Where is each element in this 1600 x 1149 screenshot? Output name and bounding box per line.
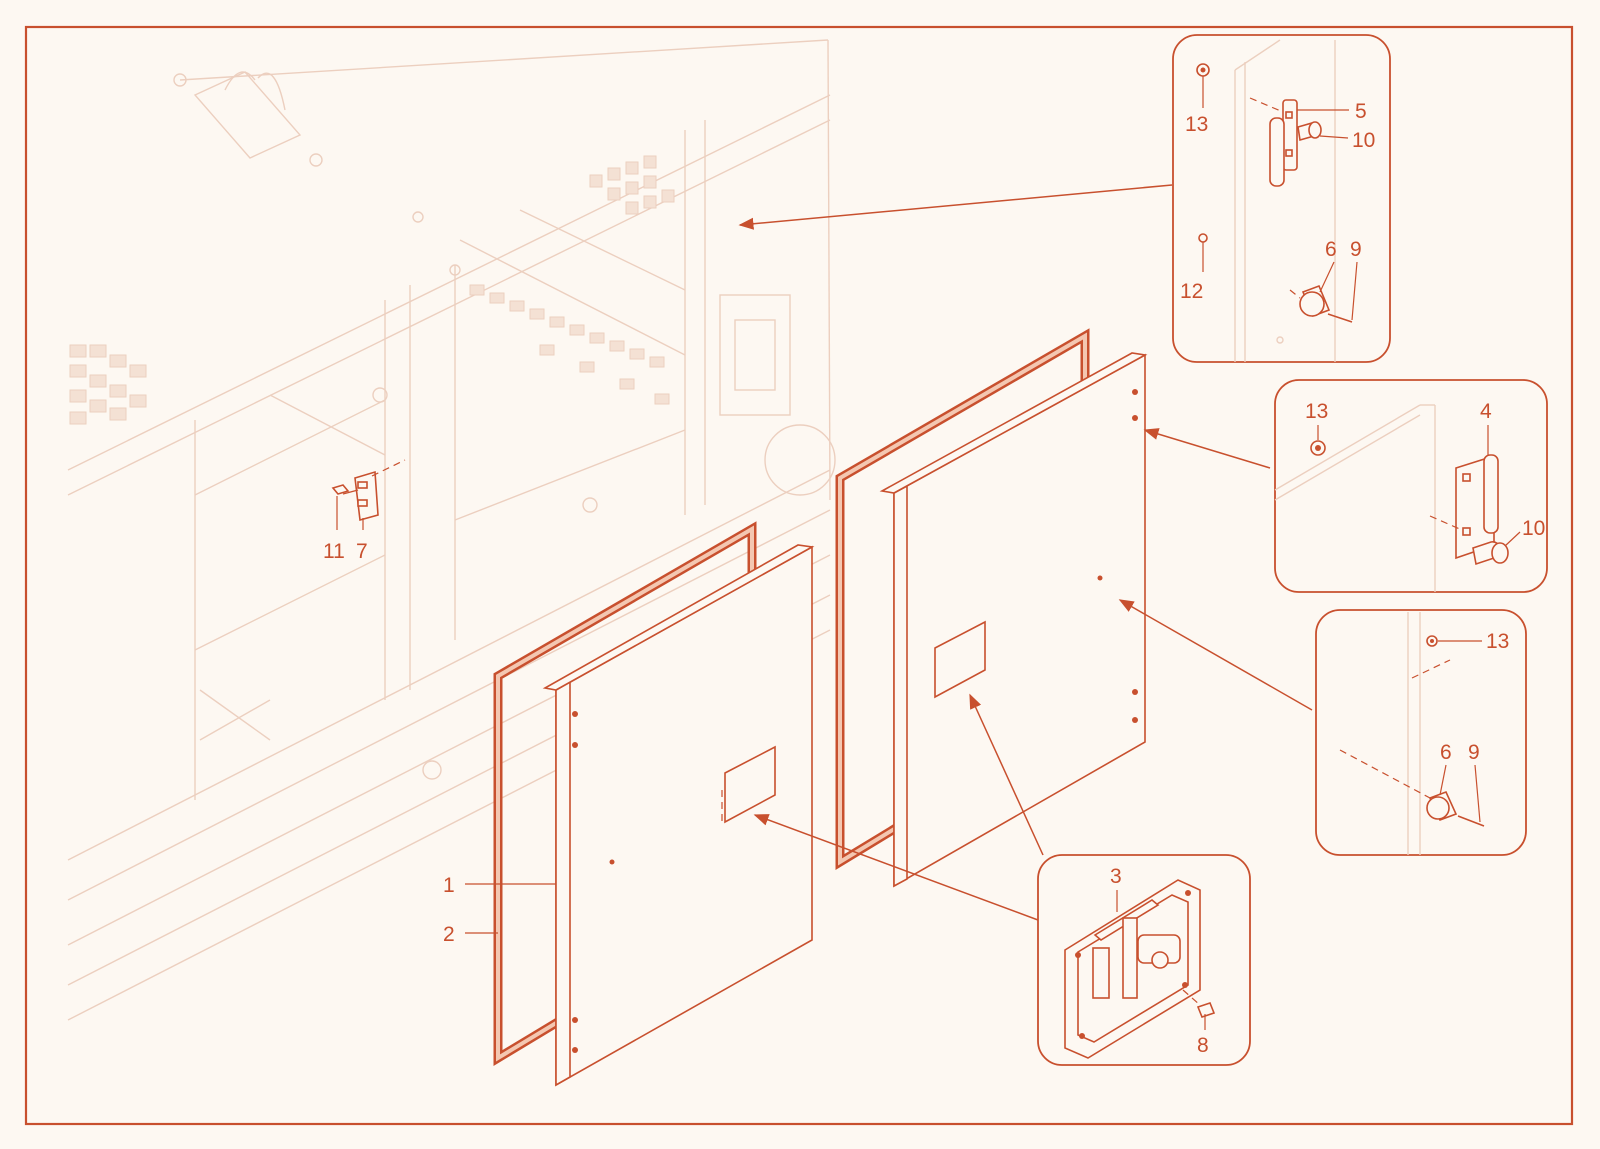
callout-4: 4 [1480, 400, 1492, 423]
hinge-bracket-assembly [331, 459, 406, 522]
callout-8: 8 [1197, 1034, 1209, 1057]
left-door-panel [542, 544, 815, 1087]
inset-bumper [1315, 609, 1527, 856]
inset-hinge-top [1172, 34, 1391, 363]
callout-13-bumper: 13 [1486, 630, 1509, 653]
callout-9-top: 9 [1350, 238, 1362, 261]
callout-10-side: 10 [1522, 517, 1545, 540]
callout-1: 1 [443, 874, 455, 897]
background-machine-ghost [67, 39, 836, 1021]
inset-hinge-side [1274, 379, 1548, 593]
callout-12: 12 [1180, 280, 1203, 303]
callout-5: 5 [1355, 100, 1367, 123]
callout-9-bumper: 9 [1468, 741, 1480, 764]
callout-6-bumper: 6 [1440, 741, 1452, 764]
callout-7: 7 [356, 540, 368, 563]
inset-paddle-latch [1037, 854, 1251, 1066]
callout-13-side: 13 [1305, 400, 1328, 423]
drawing-frame [24, 25, 1574, 1126]
callout-10-top: 10 [1352, 129, 1375, 152]
ghost-grid-middle [469, 284, 670, 405]
callout-3: 3 [1110, 865, 1122, 888]
callout-2: 2 [443, 923, 455, 946]
callout-13-top: 13 [1185, 113, 1208, 136]
ghost-grid-left [69, 344, 147, 425]
callout-11: 11 [323, 540, 345, 563]
ghost-grid-top [589, 155, 675, 215]
callout-labels: 1 2 11 7 13 5 10 12 6 9 13 4 10 13 6 9 3… [323, 100, 1545, 1057]
right-door-panel [879, 352, 1148, 888]
callout-6-top: 6 [1325, 238, 1337, 261]
